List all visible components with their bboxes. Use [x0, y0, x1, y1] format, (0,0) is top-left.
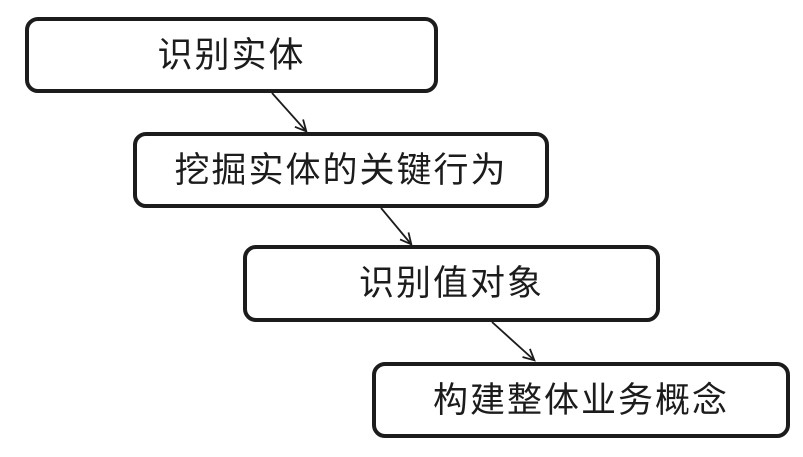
flow-step-identify-entities: 识别实体	[25, 17, 438, 93]
flow-step-label: 识别值对象	[358, 264, 544, 304]
flow-step-mine-key-behaviors: 挖掘实体的关键行为	[133, 132, 549, 208]
flow-arrow-step-2-to-step-3	[380, 207, 413, 246]
flow-arrow-step-1-to-step-2	[271, 92, 308, 133]
flow-arrow-step-3-to-step-4	[491, 321, 536, 362]
flow-step-identify-value-objects: 识别值对象	[243, 245, 660, 322]
flow-step-build-business-concepts: 构建整体业务概念	[372, 362, 790, 438]
flow-step-label: 识别实体	[157, 35, 306, 76]
flow-step-label: 构建整体业务概念	[432, 380, 729, 421]
flow-step-label: 挖掘实体的关键行为	[174, 150, 508, 191]
